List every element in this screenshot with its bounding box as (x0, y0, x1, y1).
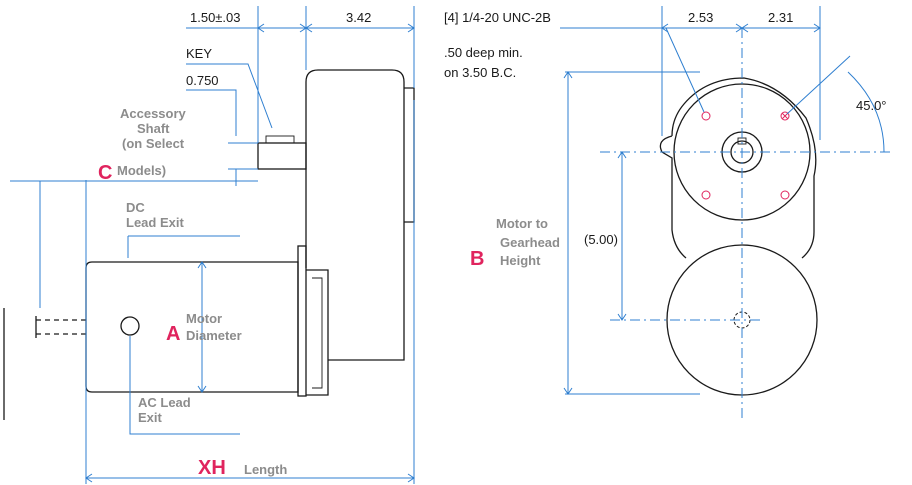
adapter-plate (306, 269, 329, 396)
dim-right-offset-b: 2.31 (768, 10, 793, 25)
gearhead-housing (305, 69, 405, 361)
mount-hole-bl (701, 190, 711, 200)
motor-body-outline (85, 261, 299, 393)
ac-lead-leader (129, 336, 240, 435)
gearhead-height-line3: Height (500, 253, 541, 268)
gearhead-height-line2: Gearhead (500, 235, 560, 250)
b-height-arrows (563, 71, 573, 395)
center-distance-arrows (617, 151, 627, 321)
thread-leader (560, 27, 705, 113)
length-arrows (85, 473, 415, 483)
ac-lead-line1: AC Lead (138, 395, 191, 410)
ac-lead-exit-hole (120, 316, 140, 336)
motor-flange (297, 245, 307, 397)
dim-angle: 45.0° (856, 98, 887, 113)
mount-hole-br (780, 190, 790, 200)
gearhead-height-line1: Motor to (496, 216, 548, 231)
letter-c: C (98, 162, 112, 184)
ac-lead-line2: Exit (138, 410, 163, 425)
accessory-shaft-line2: Shaft (137, 121, 170, 136)
letter-xh: XH (198, 457, 226, 479)
gearhead-front-outline (659, 77, 817, 259)
diameter-arrows (197, 261, 207, 393)
accessory-shaft-line1: Accessory (120, 106, 187, 121)
accessory-shaft-dashed (36, 319, 86, 335)
top-dim-arrows (257, 23, 415, 33)
dim-shaft-extension: 1.50±.03 (190, 10, 241, 25)
motor-diameter-line2: Diameter (186, 328, 242, 343)
dim-shaft-dia: 0.750 (186, 73, 219, 88)
dc-lead-leader (127, 235, 240, 258)
dc-lead-line2: Lead Exit (126, 215, 184, 230)
bolt-circle: on 3.50 B.C. (444, 65, 516, 80)
adapter-inner-line (312, 277, 323, 389)
output-shaft (257, 142, 307, 170)
angle-leader (786, 55, 851, 115)
accessory-shaft-line3: (on Select (122, 136, 185, 151)
shaft-key (265, 135, 295, 144)
dc-lead-line1: DC (126, 200, 145, 215)
letter-b: B (470, 248, 484, 270)
accessory-shaft-line4: Models) (117, 163, 166, 178)
letter-a: A (166, 323, 180, 345)
side-view: 1.50±.03 3.42 KEY 0.750 Accessory Shaft … (3, 6, 415, 484)
front-view: [4] 1/4-20 UNC-2B .50 deep min. on 3.50 … (444, 6, 890, 418)
label-key: KEY (186, 46, 212, 61)
dim-motor-depth: 3.42 (346, 10, 371, 25)
angle-arc (847, 71, 885, 153)
dim-center-distance-label: (5.00) (584, 232, 618, 247)
length-label: Length (244, 462, 287, 477)
shaft-dia-leader (186, 89, 237, 136)
motor-diameter-line1: Motor (186, 311, 222, 326)
thread-spec: [4] 1/4-20 UNC-2B (444, 10, 551, 25)
mount-hole-tr (780, 111, 790, 121)
dim-right-offset-a: 2.53 (688, 10, 713, 25)
mount-hole-tl (701, 111, 711, 121)
gearhead-cover (404, 87, 415, 223)
key-leader (186, 63, 273, 129)
thread-depth: .50 deep min. (444, 45, 523, 60)
